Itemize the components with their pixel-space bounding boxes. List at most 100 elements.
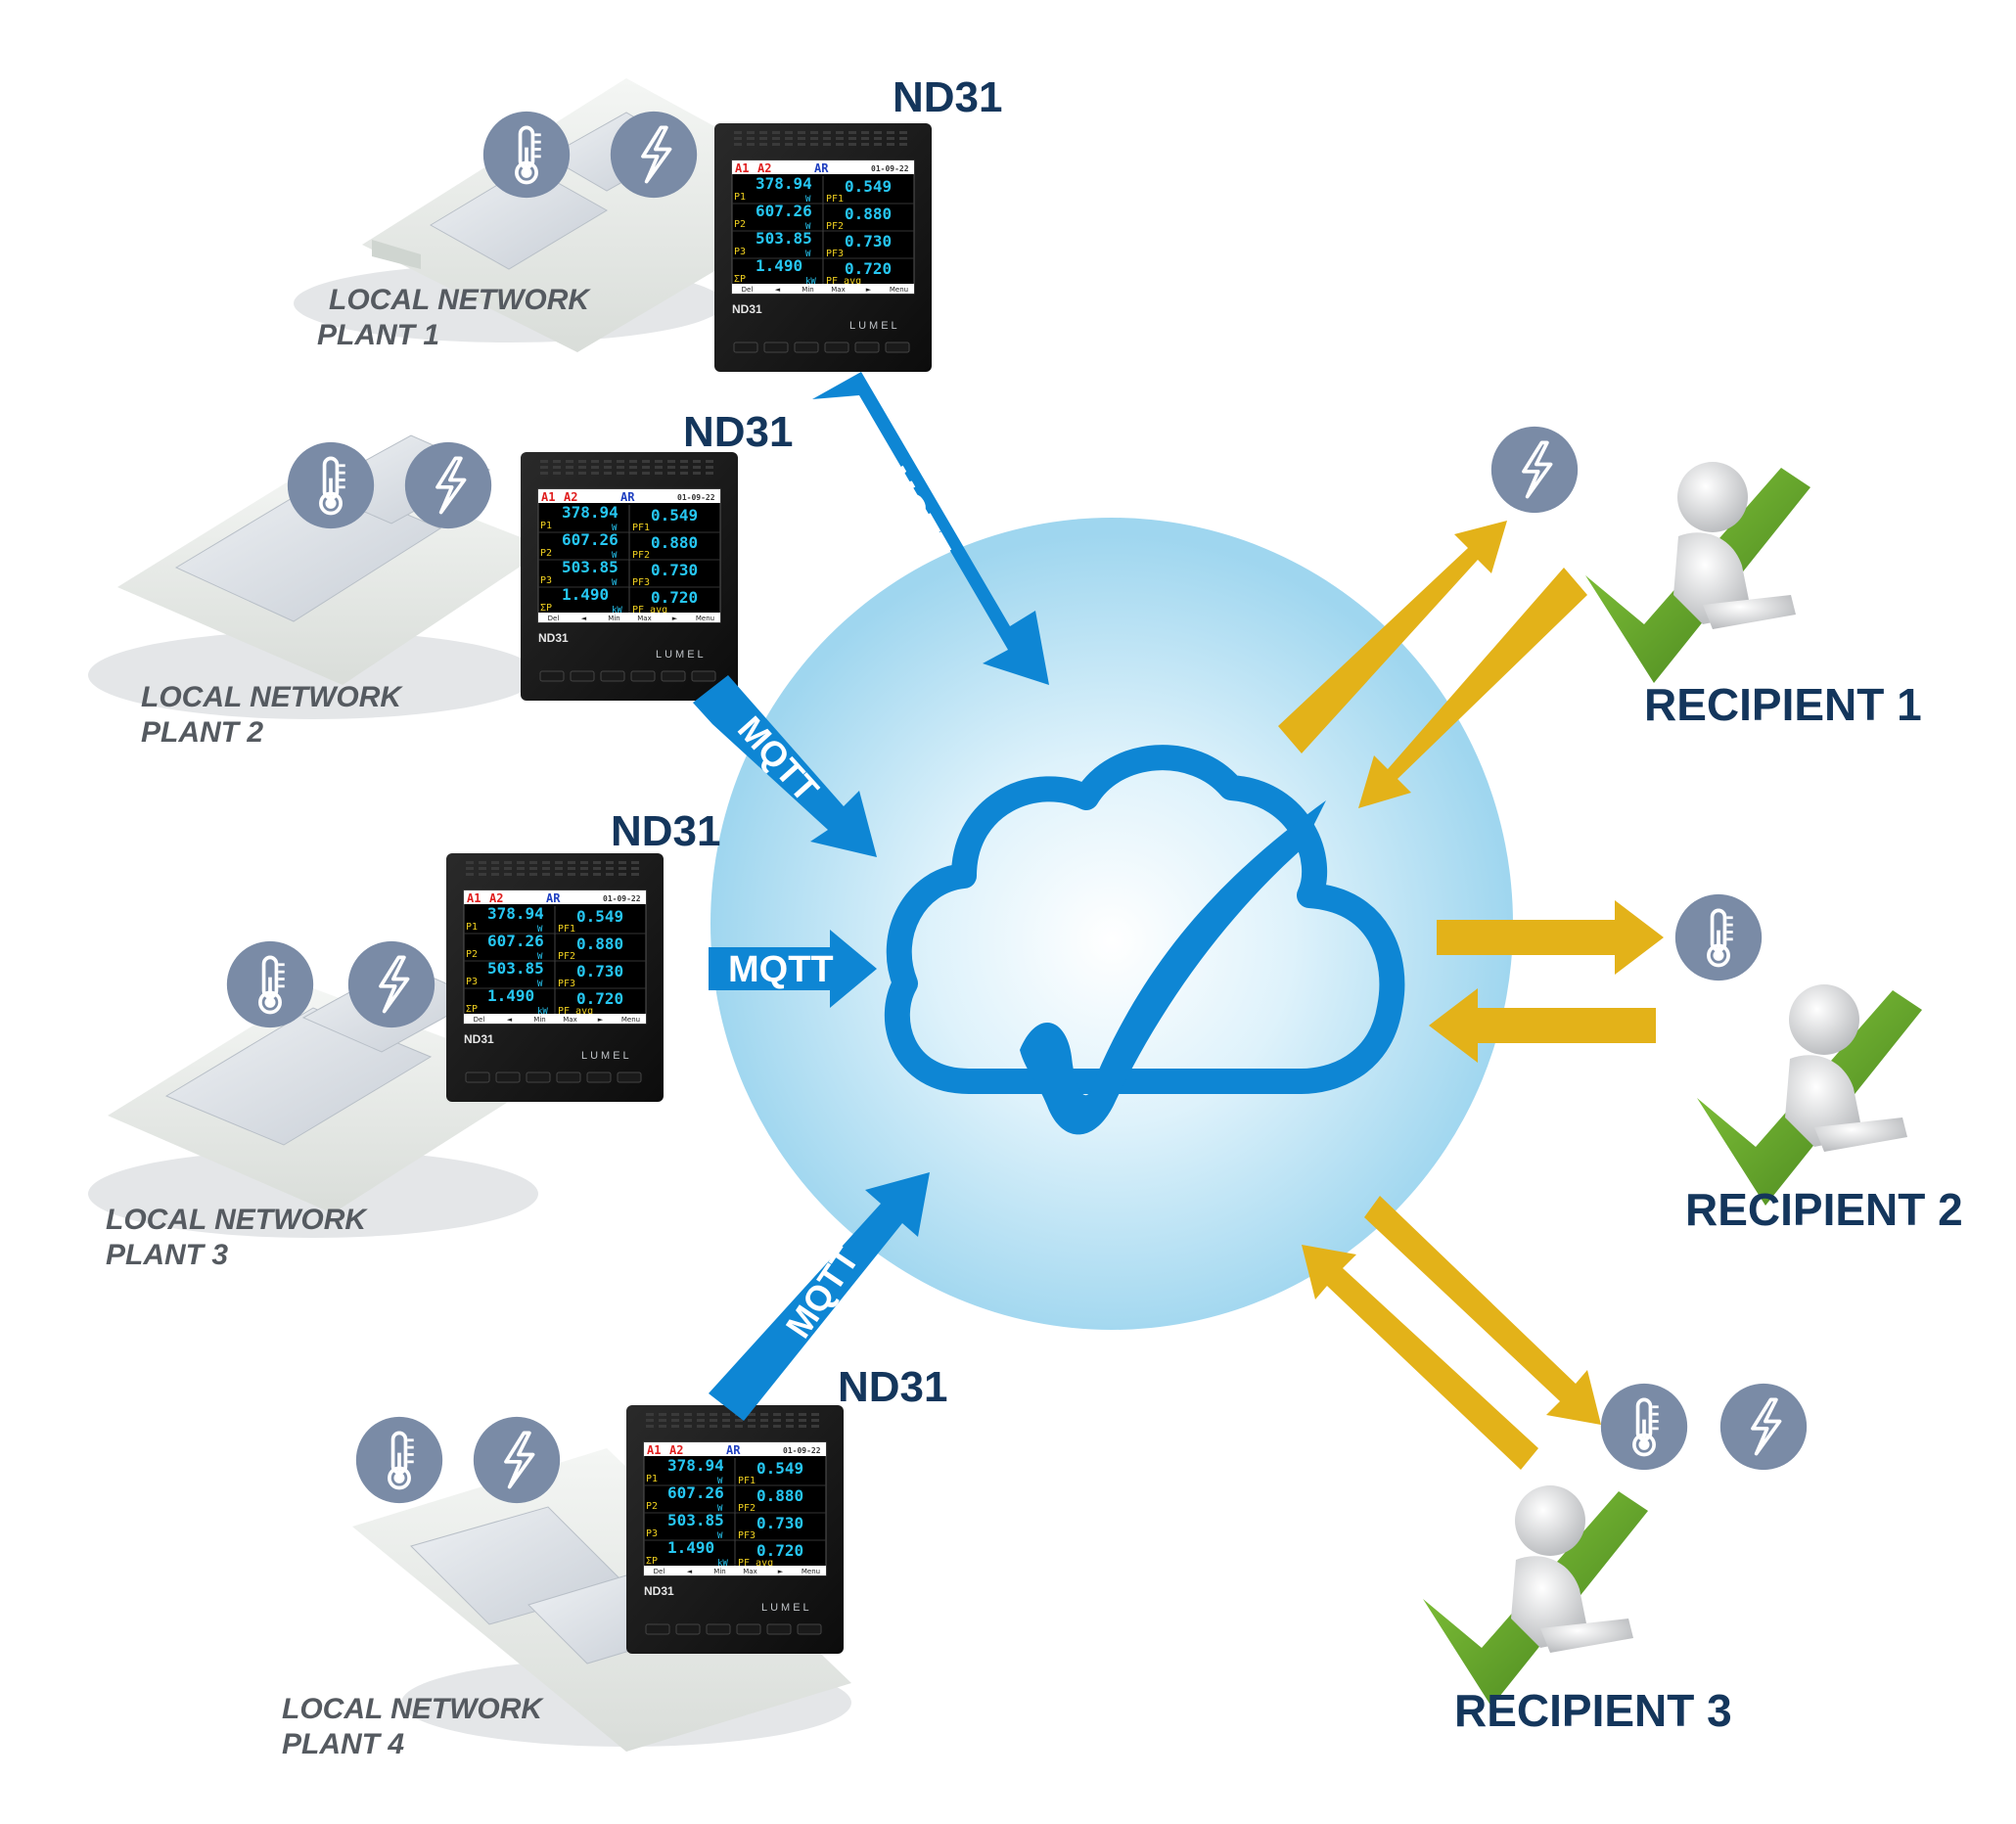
vent-slot xyxy=(542,867,550,870)
reading-value: 0.880 xyxy=(845,205,892,223)
vent-slot xyxy=(874,131,882,134)
reading-value: 378.94 xyxy=(667,1456,724,1475)
reading-unit: kW xyxy=(612,606,622,616)
reading-value: 1.490 xyxy=(562,585,609,604)
vent-slot xyxy=(479,861,486,864)
front-button xyxy=(600,670,625,682)
ar-indicator: AR xyxy=(814,161,829,175)
reading-value: 0.549 xyxy=(756,1459,803,1478)
reading-value: 378.94 xyxy=(562,503,619,522)
brand-logo: LUMEL xyxy=(656,649,707,661)
reading-unit: W xyxy=(537,980,543,989)
reading-label: P3 xyxy=(540,575,552,586)
vent-slot xyxy=(655,460,663,463)
front-button xyxy=(539,670,565,682)
softkey-bar xyxy=(732,284,914,294)
vent-slot xyxy=(680,460,688,463)
reading-value: 607.26 xyxy=(562,530,619,549)
vent-slot xyxy=(899,131,907,134)
softkey-label: ► xyxy=(598,1016,604,1024)
vent-slot xyxy=(491,867,499,870)
vent-slot xyxy=(706,466,713,469)
vent-slot xyxy=(772,137,780,140)
reading-label: P3 xyxy=(466,977,478,987)
softkey-bar xyxy=(644,1566,826,1575)
alarm-2-indicator: A2 xyxy=(489,891,503,905)
reading-label: ΣP xyxy=(734,274,746,285)
vent-slot xyxy=(734,137,742,140)
reading-label: PF avg xyxy=(738,1558,773,1569)
vent-slot xyxy=(722,1419,730,1422)
vent-slot xyxy=(491,861,499,864)
screen-header xyxy=(464,890,646,904)
softkey-label: Menu xyxy=(621,1016,640,1024)
alarm-2-indicator: A2 xyxy=(564,490,577,504)
vent-slot xyxy=(555,867,563,870)
thermometer-icon xyxy=(481,110,572,200)
vent-slot xyxy=(773,1413,781,1416)
vent-slot xyxy=(631,861,639,864)
vent-slot xyxy=(861,137,869,140)
plant-1-label-line1: LOCAL NETWORK xyxy=(329,284,591,316)
mqtt-arrow-plant-3: MQTT xyxy=(709,930,877,1008)
vent-slot xyxy=(734,143,742,146)
reading-unit: W xyxy=(717,1477,723,1486)
front-button xyxy=(824,342,849,353)
vent-slot xyxy=(517,867,525,870)
reading-label: PF avg xyxy=(558,1006,593,1017)
vent-slot xyxy=(810,137,818,140)
reading-label: PF3 xyxy=(558,979,575,989)
reading-label: PF avg xyxy=(826,276,861,287)
lightning-icon xyxy=(609,110,699,200)
vent-slot xyxy=(604,472,612,475)
vent-slot xyxy=(568,861,575,864)
vent-slot xyxy=(466,867,474,870)
vent-slot xyxy=(735,1425,743,1428)
vent-slot xyxy=(631,867,639,870)
vent-slot xyxy=(593,861,601,864)
vent-slot xyxy=(848,137,856,140)
vent-slot xyxy=(747,131,755,134)
front-button xyxy=(885,342,910,353)
vent-slot xyxy=(772,143,780,146)
recipient-2-label: RECIPIENT 2 xyxy=(1685,1184,1963,1235)
reading-label: PF3 xyxy=(826,249,844,259)
vent-slot xyxy=(566,466,573,469)
vent-slot xyxy=(659,1425,666,1428)
ar-indicator: AR xyxy=(546,891,561,905)
vent-slot xyxy=(619,873,626,876)
vent-slot xyxy=(861,143,869,146)
reading-value: 0.730 xyxy=(576,962,623,980)
plant-3-label-line2: PLANT 3 xyxy=(106,1239,228,1271)
device-name-label: ND31 xyxy=(732,302,762,316)
plant-4-label-line2: PLANT 4 xyxy=(282,1728,404,1760)
vent-slot xyxy=(655,472,663,475)
vent-slot xyxy=(646,1413,654,1416)
front-button xyxy=(645,1623,670,1635)
softkey-label: Del xyxy=(548,615,560,622)
thermometer-icon xyxy=(354,1415,444,1505)
vent-slot xyxy=(706,460,713,463)
reading-label: PF3 xyxy=(632,577,650,588)
ar-indicator: AR xyxy=(726,1443,741,1457)
front-button xyxy=(706,1623,731,1635)
vent-slot xyxy=(887,143,894,146)
softkey-bar xyxy=(538,613,720,622)
front-button xyxy=(736,1623,761,1635)
vent-slot xyxy=(786,1425,794,1428)
softkey-label: Min xyxy=(713,1568,725,1575)
reading-label: P3 xyxy=(646,1528,658,1539)
vent-slot xyxy=(811,1425,819,1428)
lightning-icon xyxy=(472,1415,562,1505)
vent-slot xyxy=(697,1419,705,1422)
vent-slot xyxy=(874,137,882,140)
plant-4-label-line1: LOCAL NETWORK xyxy=(282,1693,544,1725)
vent-slot xyxy=(591,460,599,463)
vent-slot xyxy=(735,1419,743,1422)
vent-slot xyxy=(799,1413,806,1416)
vent-slot xyxy=(671,1425,679,1428)
front-button xyxy=(794,342,819,353)
vent-slot xyxy=(684,1419,692,1422)
